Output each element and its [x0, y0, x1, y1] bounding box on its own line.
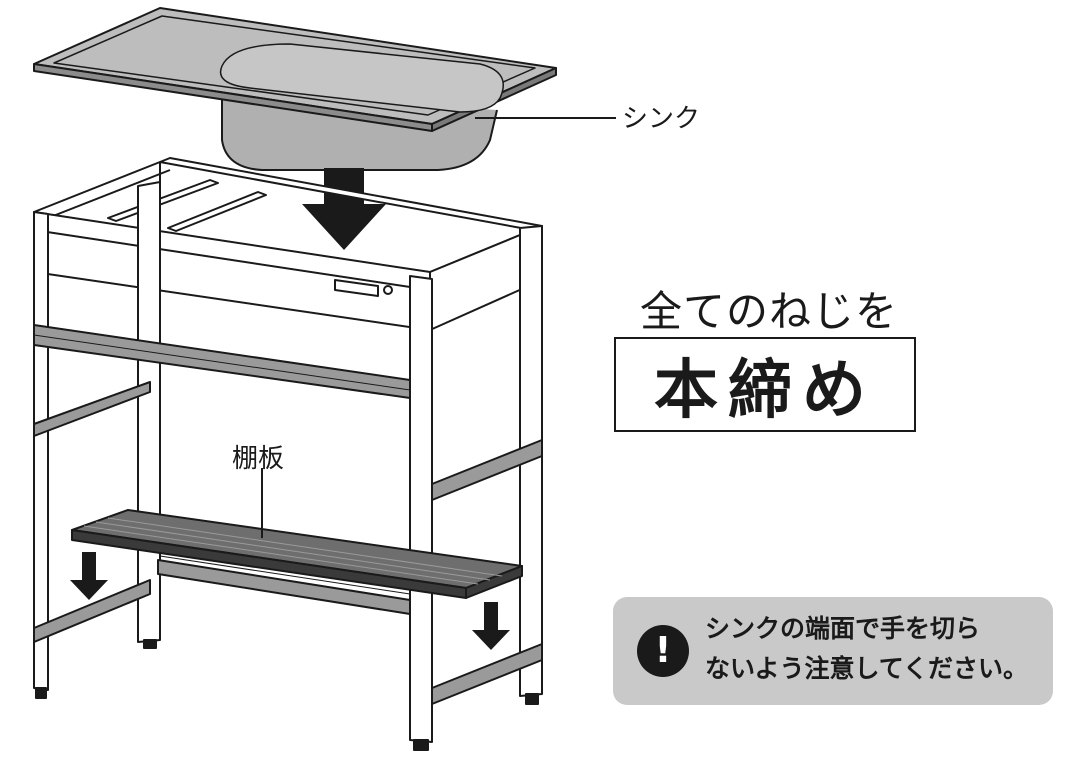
emphasis-box: 本締め — [614, 337, 916, 432]
exclamation-icon: ! — [637, 625, 689, 677]
caution-text: シンクの端面で手を切ら ないよう注意してください。 — [705, 609, 1028, 689]
caution-panel: ! シンクの端面で手を切ら ないよう注意してください。 — [613, 597, 1053, 705]
frame-drawing — [33, 157, 543, 751]
instruction-heading: 全てのねじを — [640, 287, 899, 336]
down-arrow-sink-icon — [302, 168, 386, 250]
sink-label: シンク — [622, 104, 701, 134]
down-arrow-shelf-right-icon — [472, 602, 510, 650]
down-arrow-shelf-left-icon — [70, 552, 108, 600]
emphasis-text: 本締め — [654, 353, 876, 428]
shelf-board-drawing — [71, 509, 523, 599]
caution-line-1: シンクの端面で手を切ら — [705, 614, 981, 643]
caution-line-2: ないよう注意してください。 — [705, 654, 1029, 683]
shelf-label: 棚板 — [232, 444, 285, 474]
sink-drawing — [33, 7, 557, 171]
